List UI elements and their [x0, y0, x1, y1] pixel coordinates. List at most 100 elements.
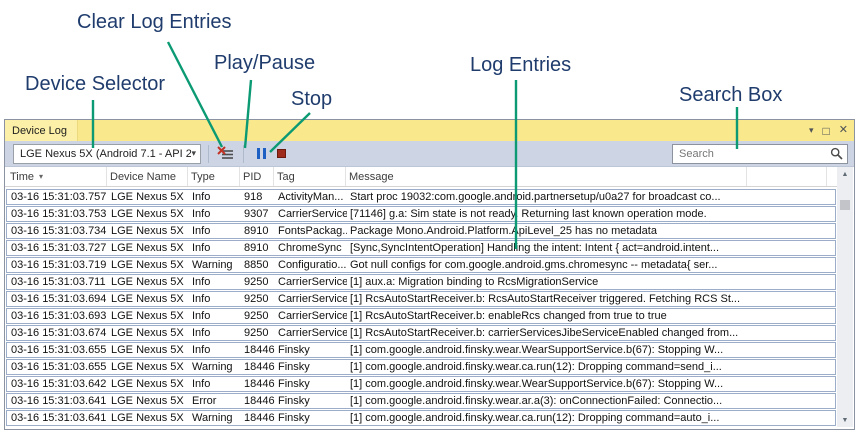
- cell-message: Start proc 19032:com.google.android.part…: [350, 191, 721, 203]
- cell-pid: 9250: [244, 327, 269, 339]
- cell-type: Info: [192, 310, 211, 322]
- log-row[interactable]: 03-16 15:31:03.734 LGE Nexus 5X Info 891…: [6, 223, 836, 239]
- cell-pid: 9250: [244, 293, 269, 305]
- window-menu-icon[interactable]: ▾: [809, 125, 814, 135]
- cell-tag: Finsky: [278, 344, 310, 356]
- log-row[interactable]: 03-16 15:31:03.655 LGE Nexus 5X Info 184…: [6, 342, 836, 358]
- cell-time: 03-16 15:31:03.674: [11, 327, 107, 339]
- log-row[interactable]: 03-16 15:31:03.694 LGE Nexus 5X Info 925…: [6, 291, 836, 307]
- cell-tag: ActivityMan...: [278, 191, 344, 203]
- cell-device-name: LGE Nexus 5X: [111, 361, 184, 373]
- cell-tag: Finsky: [278, 412, 310, 424]
- scrollbar-thumb[interactable]: [840, 200, 850, 210]
- search-input[interactable]: [679, 147, 830, 160]
- column-header-tag[interactable]: Tag: [274, 167, 346, 186]
- scroll-down-icon[interactable]: ▼: [841, 416, 849, 424]
- chevron-down-icon: ▾: [191, 148, 196, 158]
- cell-type: Warning: [192, 412, 233, 424]
- cell-time: 03-16 15:31:03.693: [11, 310, 107, 322]
- vertical-scrollbar[interactable]: ▲ ▼: [837, 167, 853, 427]
- cell-time: 03-16 15:31:03.753: [11, 208, 107, 220]
- cell-time: 03-16 15:31:03.655: [11, 361, 107, 373]
- cell-message: [1] RcsAutoStartReceiver.b: carrierServi…: [350, 327, 739, 339]
- cell-type: Info: [192, 293, 211, 305]
- cell-pid: 9250: [244, 276, 269, 288]
- cell-pid: 9307: [244, 208, 269, 220]
- cell-type: Info: [192, 225, 211, 237]
- cell-message: [1] com.google.android.finsky.wear.ar.a(…: [350, 395, 723, 407]
- close-icon[interactable]: ✕: [838, 124, 848, 136]
- cell-type: Error: [192, 395, 217, 407]
- cell-type: Info: [192, 191, 211, 203]
- column-header-device-name[interactable]: Device Name: [107, 167, 188, 186]
- clear-log-entries-button[interactable]: [216, 145, 236, 163]
- annotation-device-selector: Device Selector: [25, 73, 166, 95]
- cell-device-name: LGE Nexus 5X: [111, 378, 184, 390]
- stop-icon: [276, 149, 286, 158]
- cell-message: [71146] g.a: Sim state is not ready. Ret…: [350, 208, 707, 220]
- cell-device-name: LGE Nexus 5X: [111, 208, 184, 220]
- cell-time: 03-16 15:31:03.642: [11, 378, 107, 390]
- window-titlebar: Device Log ▾ □ ✕: [5, 120, 854, 141]
- cell-pid: 18446: [244, 344, 275, 356]
- cell-pid: 18446: [244, 395, 275, 407]
- log-row[interactable]: 03-16 15:31:03.757 LGE Nexus 5X Info 918…: [6, 189, 836, 205]
- cell-tag: CarrierServices: [278, 327, 347, 339]
- log-row[interactable]: 03-16 15:31:03.641 LGE Nexus 5X Warning …: [6, 410, 836, 426]
- cell-time: 03-16 15:31:03.694: [11, 293, 107, 305]
- cell-time: 03-16 15:31:03.655: [11, 344, 107, 356]
- device-selector-dropdown[interactable]: LGE Nexus 5X (Android 7.1 - API 25) ▾: [13, 143, 201, 164]
- toolbar-separator: [208, 144, 209, 163]
- device-selector-value: LGE Nexus 5X (Android 7.1 - API 25): [20, 147, 192, 160]
- log-row[interactable]: 03-16 15:31:03.655 LGE Nexus 5X Warning …: [6, 359, 836, 375]
- log-rows: 03-16 15:31:03.757 LGE Nexus 5X Info 918…: [5, 187, 837, 426]
- cell-tag: Finsky: [278, 378, 310, 390]
- cell-pid: 18446: [244, 361, 275, 373]
- cell-tag: ChromeSync: [278, 242, 342, 254]
- maximize-icon[interactable]: □: [822, 123, 830, 138]
- cell-device-name: LGE Nexus 5X: [111, 344, 184, 356]
- search-box: [672, 143, 848, 164]
- cell-tag: Finsky: [278, 361, 310, 373]
- cell-time: 03-16 15:31:03.641: [11, 412, 107, 424]
- cell-device-name: LGE Nexus 5X: [111, 395, 184, 407]
- cell-message: Got null configs for com.google.android.…: [350, 259, 718, 271]
- column-header-time[interactable]: Time ▾: [7, 167, 107, 186]
- cell-device-name: LGE Nexus 5X: [111, 276, 184, 288]
- log-grid: Time ▾ Device Name Type PID Tag Message …: [5, 167, 837, 429]
- window-title: Device Log: [5, 120, 79, 141]
- cell-time: 03-16 15:31:03.719: [11, 259, 107, 271]
- cell-pid: 18446: [244, 378, 275, 390]
- stop-button[interactable]: [271, 145, 291, 163]
- cell-type: Info: [192, 208, 211, 220]
- device-log-window: Device Log ▾ □ ✕ LGE Nexus 5X (Android 7…: [4, 119, 855, 430]
- log-row[interactable]: 03-16 15:31:03.719 LGE Nexus 5X Warning …: [6, 257, 836, 273]
- log-row[interactable]: 03-16 15:31:03.674 LGE Nexus 5X Info 925…: [6, 325, 836, 341]
- cell-device-name: LGE Nexus 5X: [111, 327, 184, 339]
- cell-time: 03-16 15:31:03.734: [11, 225, 107, 237]
- cell-type: Info: [192, 242, 211, 254]
- play-pause-button[interactable]: [251, 145, 271, 163]
- log-row[interactable]: 03-16 15:31:03.693 LGE Nexus 5X Info 925…: [6, 308, 836, 324]
- cell-tag: CarrierServices: [278, 293, 347, 305]
- cell-message: [1] com.google.android.finsky.wear.ca.ru…: [350, 361, 722, 373]
- cell-pid: 8910: [244, 242, 269, 254]
- column-header-type[interactable]: Type: [188, 167, 240, 186]
- annotation-play-pause: Play/Pause: [214, 52, 316, 74]
- scroll-up-icon[interactable]: ▲: [841, 170, 849, 178]
- column-header-message[interactable]: Message: [346, 167, 747, 186]
- search-icon: [830, 147, 843, 160]
- cell-time: 03-16 15:31:03.641: [11, 395, 107, 407]
- log-row[interactable]: 03-16 15:31:03.641 LGE Nexus 5X Error 18…: [6, 393, 836, 409]
- cell-tag: Configuratio...: [278, 259, 347, 271]
- device-log-toolbar: LGE Nexus 5X (Android 7.1 - API 25) ▾: [5, 141, 854, 167]
- log-row[interactable]: 03-16 15:31:03.727 LGE Nexus 5X Info 891…: [6, 240, 836, 256]
- log-row[interactable]: 03-16 15:31:03.753 LGE Nexus 5X Info 930…: [6, 206, 836, 222]
- log-row[interactable]: 03-16 15:31:03.711 LGE Nexus 5X Info 925…: [6, 274, 836, 290]
- log-row[interactable]: 03-16 15:31:03.642 LGE Nexus 5X Info 184…: [6, 376, 836, 392]
- cell-pid: 18446: [244, 412, 275, 424]
- column-header-pid[interactable]: PID: [240, 167, 274, 186]
- cell-device-name: LGE Nexus 5X: [111, 225, 184, 237]
- cell-type: Warning: [192, 361, 233, 373]
- cell-message: [1] aux.a: Migration binding to RcsMigra…: [350, 276, 599, 288]
